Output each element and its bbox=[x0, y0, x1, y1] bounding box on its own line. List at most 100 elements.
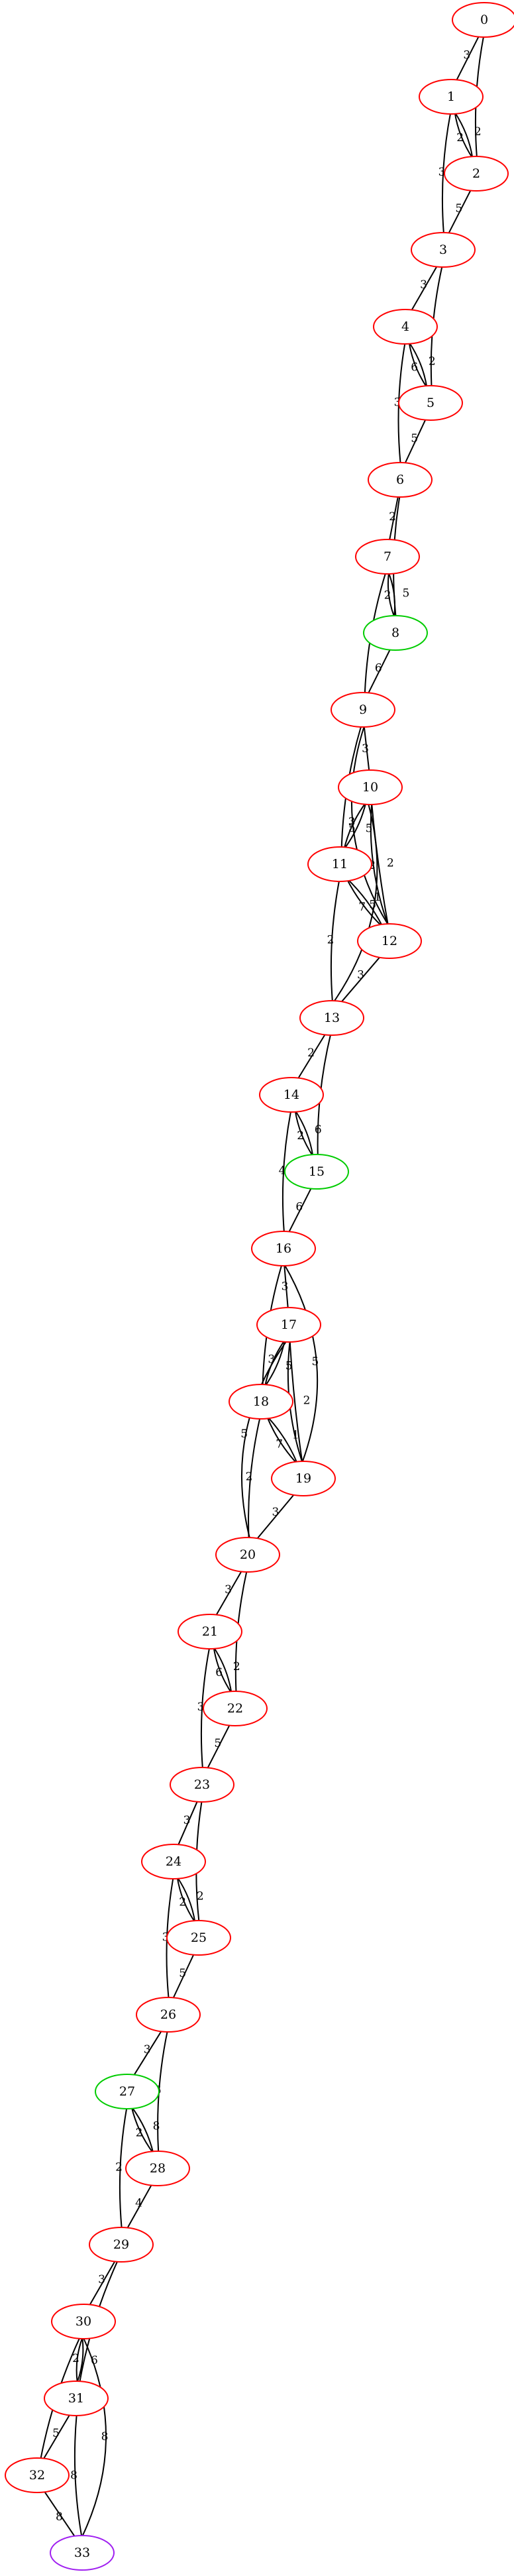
node-10-ellipse bbox=[338, 769, 403, 805]
edge-weight-label-8-9: 6 bbox=[375, 662, 382, 675]
edge-11-12 bbox=[346, 877, 384, 928]
node-21: 21 bbox=[178, 1614, 242, 1650]
edge-weight-label-24-25: 2 bbox=[179, 1895, 186, 1909]
edge-1-2 bbox=[454, 111, 474, 158]
edge-weight-label-7-8: 5 bbox=[402, 587, 409, 600]
edge-weight-label-10-12: 2 bbox=[387, 857, 394, 870]
node-16-label: 16 bbox=[276, 1241, 291, 1256]
node-15: 15 bbox=[284, 1154, 349, 1190]
node-15-label: 15 bbox=[309, 1164, 325, 1179]
node-1: 1 bbox=[419, 79, 484, 115]
edge-weight-label-5-6: 5 bbox=[411, 432, 418, 445]
node-27-ellipse bbox=[95, 2074, 160, 2109]
node-19-label: 19 bbox=[295, 1471, 311, 1486]
node-24: 24 bbox=[141, 1844, 206, 1879]
node-7: 7 bbox=[355, 539, 420, 575]
edge-13-14 bbox=[296, 1032, 327, 1081]
node-12-label: 12 bbox=[382, 934, 397, 948]
edge-4-5 bbox=[408, 341, 428, 388]
edge-weight-label-6-7: 2 bbox=[389, 510, 396, 524]
edge-10-13 bbox=[333, 803, 378, 1003]
edge-29-30 bbox=[88, 2259, 117, 2308]
node-0: 0 bbox=[452, 2, 514, 38]
node-2-label: 2 bbox=[472, 166, 480, 181]
edge-27-29 bbox=[119, 2107, 128, 2229]
edge-weight-label-18-20: 2 bbox=[246, 1471, 253, 1484]
edge-22-23 bbox=[206, 1723, 231, 1770]
edge-9-10 bbox=[363, 726, 370, 771]
node-32: 32 bbox=[5, 2457, 70, 2493]
node-14: 14 bbox=[259, 1077, 324, 1113]
node-18-label: 18 bbox=[253, 1394, 269, 1409]
edge-5-6 bbox=[403, 418, 427, 465]
node-29: 29 bbox=[89, 2227, 154, 2263]
edge-16-17 bbox=[283, 1264, 289, 1309]
edge-weight-label-28-29: 4 bbox=[135, 2197, 142, 2210]
edge-weight-label-29-30: 3 bbox=[98, 2273, 105, 2286]
node-0-ellipse bbox=[452, 2, 514, 38]
edge-21-23 bbox=[200, 1648, 211, 1769]
edge-7-8 bbox=[387, 573, 396, 617]
edge-30-31 bbox=[76, 2337, 83, 2382]
node-5: 5 bbox=[398, 385, 463, 421]
node-2-ellipse bbox=[444, 156, 509, 192]
node-8: 8 bbox=[363, 615, 428, 651]
edge-21-22 bbox=[213, 1647, 232, 1694]
edge-20-21 bbox=[215, 1569, 243, 1618]
node-30-ellipse bbox=[51, 2304, 116, 2339]
edge-weight-label-4-5: 2 bbox=[429, 355, 436, 368]
edge-10-11 bbox=[343, 802, 367, 850]
edge-weight-label-22-23: 5 bbox=[214, 1737, 221, 1750]
edge-4-5 bbox=[408, 342, 428, 388]
node-19-ellipse bbox=[271, 1461, 336, 1496]
node-22: 22 bbox=[203, 1691, 268, 1726]
node-33-ellipse bbox=[50, 2535, 115, 2571]
edge-weight-label-0-1: 3 bbox=[463, 49, 470, 62]
edge-15-16 bbox=[287, 1186, 313, 1234]
edge-weight-label-11-12: 7 bbox=[358, 901, 366, 914]
node-17-ellipse bbox=[256, 1307, 321, 1343]
node-16: 16 bbox=[251, 1231, 316, 1266]
node-25-label: 25 bbox=[191, 1931, 207, 1945]
edge-weight-label-15-16: 6 bbox=[295, 1201, 303, 1214]
edge-weight-label-14-15: 2 bbox=[297, 1129, 304, 1143]
edge-11-13 bbox=[330, 880, 340, 1002]
edge-10-12 bbox=[371, 803, 389, 925]
edge-weight-label-9-12: 5 bbox=[348, 822, 356, 835]
node-31-ellipse bbox=[44, 2380, 109, 2416]
node-17-label: 17 bbox=[281, 1317, 297, 1332]
node-20-ellipse bbox=[215, 1537, 280, 1573]
edge-18-19 bbox=[266, 1416, 299, 1465]
node-24-label: 24 bbox=[166, 1854, 181, 1869]
node-20-label: 20 bbox=[240, 1547, 256, 1562]
edge-14-16 bbox=[282, 1111, 292, 1233]
edge-weight-label-18-19: 7 bbox=[276, 1437, 283, 1451]
node-27-label: 27 bbox=[119, 2084, 135, 2099]
edge-weight-label-27-29: 2 bbox=[115, 2160, 123, 2174]
edge-0-1 bbox=[455, 34, 480, 82]
edge-11-12 bbox=[345, 877, 384, 928]
edge-weight-label-4-6: 3 bbox=[394, 396, 401, 409]
node-16-ellipse bbox=[251, 1231, 316, 1266]
edge-14-15 bbox=[294, 1110, 314, 1157]
edge-weight-label-1-2: 2 bbox=[456, 131, 464, 144]
node-15-ellipse bbox=[284, 1154, 349, 1190]
node-10: 10 bbox=[338, 769, 403, 805]
edge-weight-label-21-23: 3 bbox=[197, 1701, 205, 1714]
edge-weight-label-23-24: 3 bbox=[183, 1814, 191, 1827]
edge-30-33 bbox=[81, 2337, 107, 2537]
node-26: 26 bbox=[136, 1997, 201, 2033]
node-6-ellipse bbox=[368, 462, 433, 498]
edge-12-13 bbox=[338, 954, 383, 1005]
edge-28-29 bbox=[125, 2182, 154, 2231]
node-30: 30 bbox=[51, 2304, 116, 2339]
node-24-ellipse bbox=[141, 1844, 206, 1879]
edge-3-4 bbox=[410, 264, 438, 313]
edge-weight-label-32-33: 8 bbox=[56, 2510, 63, 2524]
node-7-label: 7 bbox=[384, 549, 391, 564]
edge-labels-layer: 3522353326352352463255322517232362463255… bbox=[52, 49, 481, 2524]
edge-weight-label-30-31: 2 bbox=[72, 2352, 79, 2365]
node-1-label: 1 bbox=[447, 89, 455, 104]
edge-weight-label-12-13: 3 bbox=[357, 969, 364, 982]
edge-weight-label-16-19: 5 bbox=[311, 1355, 319, 1369]
